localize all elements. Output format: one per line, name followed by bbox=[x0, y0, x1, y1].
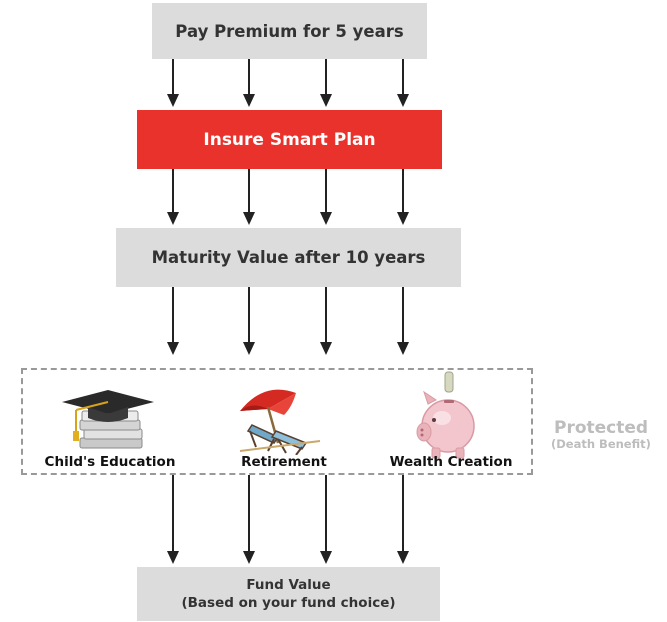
maturity-box: Maturity Value after 10 years bbox=[116, 228, 461, 287]
arrow-goals-to-fund-1-head bbox=[167, 551, 179, 564]
arrow-maturity-to-goals-1-head bbox=[167, 342, 179, 355]
plan-box: Insure Smart Plan bbox=[137, 110, 442, 169]
fund-value-box: Fund Value (Based on your fund choice) bbox=[137, 567, 440, 621]
arrow-goals-to-fund-3-head bbox=[320, 551, 332, 564]
arrow-premium-to-plan-4-head bbox=[397, 94, 409, 107]
goal-label-education: Child's Education bbox=[44, 454, 176, 470]
graduation-cap-books-icon bbox=[62, 390, 154, 449]
arrow-plan-to-maturity-3-head bbox=[320, 212, 332, 225]
fund-value-subtitle: (Based on your fund choice) bbox=[181, 595, 396, 611]
arrow-maturity-to-goals-3-head bbox=[320, 342, 332, 355]
goal-label-wealth-creation: Wealth Creation bbox=[389, 454, 513, 470]
arrow-premium-to-plan-1-head bbox=[167, 94, 179, 107]
arrow-plan-to-maturity-1-head bbox=[167, 212, 179, 225]
premium-box: Pay Premium for 5 years bbox=[152, 3, 427, 59]
maturity-label: Maturity Value after 10 years bbox=[151, 248, 426, 267]
protected-title: Protected bbox=[554, 418, 649, 438]
protected-note: Protected (Death Benefit) bbox=[551, 418, 651, 451]
arrow-goals-to-fund-2-head bbox=[243, 551, 255, 564]
arrow-plan-to-maturity-2-head bbox=[243, 212, 255, 225]
protected-subtitle: (Death Benefit) bbox=[551, 437, 651, 451]
goal-label-retirement: Retirement bbox=[241, 454, 327, 470]
goals-frame bbox=[21, 368, 533, 475]
arrow-premium-to-plan-3-head bbox=[320, 94, 332, 107]
beach-umbrella-chairs-icon bbox=[239, 389, 321, 455]
arrow-plan-to-maturity-4-head bbox=[397, 212, 409, 225]
plan-label: Insure Smart Plan bbox=[203, 129, 376, 150]
premium-label: Pay Premium for 5 years bbox=[175, 21, 404, 41]
piggy-bank-icon bbox=[416, 371, 475, 459]
arrow-goals-to-fund-4-head bbox=[397, 551, 409, 564]
arrow-maturity-to-goals-2-head bbox=[243, 342, 255, 355]
arrow-premium-to-plan-2-head bbox=[243, 94, 255, 107]
arrow-maturity-to-goals-4-head bbox=[397, 342, 409, 355]
fund-value-title: Fund Value bbox=[246, 577, 331, 593]
